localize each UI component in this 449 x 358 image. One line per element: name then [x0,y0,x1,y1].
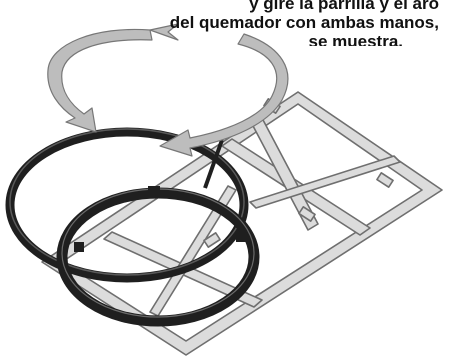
instruction-caption: y gire la parrilla y el aro del quemador… [150,0,449,46]
grate-foot-3 [203,232,221,248]
burner-ring-outer-highlight [9,128,245,276]
grate-foot-2 [298,206,316,222]
caption-line-3: se muestra. [308,32,404,46]
grate-cross-bar-left-2 [149,185,237,317]
caption-line-2: del quemador con ambas manos, [169,13,439,32]
caption-line-1: y gire la parrilla y el aro [249,0,439,13]
rotate-arrow-right-icon [159,33,289,157]
wok-ring-tabs [74,186,248,252]
grate-cross-bar-right-2 [249,155,401,209]
support-wire [203,139,224,189]
stove-grate [41,91,443,356]
grate-foot-1 [376,172,394,188]
rotate-arrow-left-icon [47,28,153,133]
rotation-arrows [47,23,289,157]
rotate-arrow-top-icon [149,23,179,41]
